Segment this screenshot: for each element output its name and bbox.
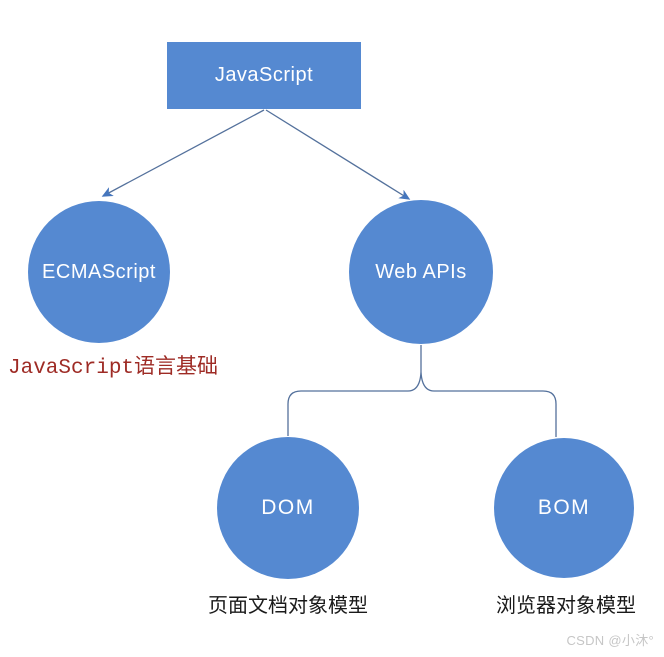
node-dom: DOM <box>217 437 359 579</box>
caption-dom: 页面文档对象模型 <box>208 595 368 617</box>
node-webapis-label: Web APIs <box>375 260 467 283</box>
edge-webapis-to-dom-bom-brace <box>287 345 557 437</box>
node-bom-label: BOM <box>537 496 591 519</box>
node-ecmascript-label: ECMAScript <box>42 260 156 283</box>
edge-javascript-to-webapis <box>265 109 411 200</box>
node-webapis: Web APIs <box>349 200 493 344</box>
node-dom-label: DOM <box>261 496 315 519</box>
caption-bom: 浏览器对象模型 <box>496 595 636 617</box>
watermark: CSDN @小沐° <box>566 633 654 648</box>
node-javascript-label: JavaScript <box>214 64 314 86</box>
edge-javascript-to-ecmascript <box>101 109 265 197</box>
node-javascript: JavaScript <box>167 42 361 109</box>
node-ecmascript: ECMAScript <box>28 201 170 343</box>
caption-ecmascript: JavaScript语言基础 <box>8 357 219 380</box>
node-bom: BOM <box>494 438 634 578</box>
